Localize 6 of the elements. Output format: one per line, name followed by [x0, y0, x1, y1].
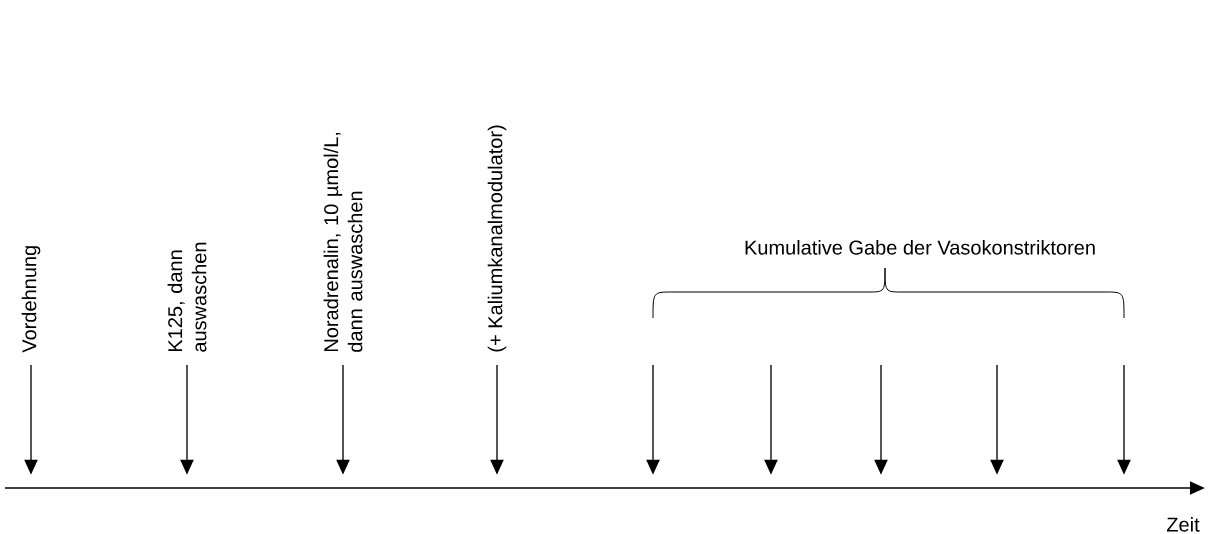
- event-label: Vordehnung: [21, 246, 41, 353]
- event-label: K125, dann auswaschen: [167, 242, 207, 352]
- time-axis: [4, 481, 1205, 495]
- group-label: Kumulative Gabe der Vasokonstriktoren: [745, 240, 1095, 255]
- axis-label: Zeit: [1166, 517, 1200, 532]
- event-label: (+ Kaliumkanalmodulator): [487, 125, 507, 352]
